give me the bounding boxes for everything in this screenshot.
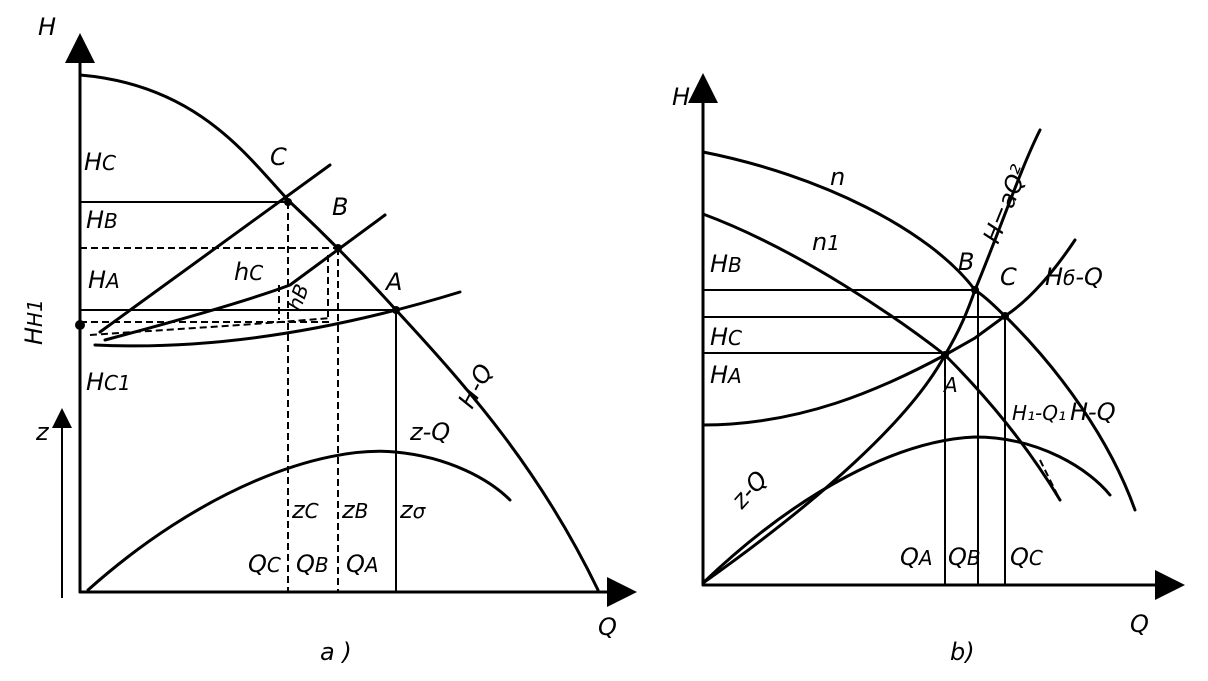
label-c: C (270, 143, 287, 171)
h-q-curve (78, 73, 600, 592)
label-hb: HB (710, 250, 742, 278)
system-curve-a (93, 290, 462, 348)
label-hc: HC (710, 323, 742, 351)
q-axis-label: Q (1130, 610, 1149, 638)
label-h1-q1: H₁-Q₁ (1012, 401, 1066, 425)
label-qa: QA (900, 543, 933, 571)
z-q-curve (701, 435, 1112, 585)
label-h-q: H-Q (453, 359, 499, 412)
label-ha: HA (710, 361, 742, 389)
label-ha: HA (88, 266, 120, 294)
label-hh1: HH1 (20, 299, 48, 345)
label-loss-hb: hB (282, 281, 314, 314)
label-h-q: H-Q (1070, 398, 1116, 426)
label-qa: QA (346, 550, 379, 578)
point-a (941, 351, 949, 359)
label-za: zσ (399, 496, 427, 524)
hb-q-curve (701, 238, 1077, 427)
q-axis-label: Q (598, 613, 617, 641)
label-n: n (830, 163, 845, 191)
label-n1: n1 (812, 228, 840, 256)
point-c (284, 198, 292, 206)
z-q-curve (86, 449, 512, 592)
point-b (334, 244, 342, 252)
label-qc: QC (1010, 543, 1043, 571)
label-c: C (1000, 263, 1017, 291)
label-z-q: z-Q (725, 465, 773, 514)
diagram-b: H Q b) n n1 B C A HB HC HA H=aQ² Hб-Q H-… (672, 73, 1185, 666)
label-a: A (384, 268, 402, 296)
label-qb: QB (296, 550, 329, 578)
point-h1 (75, 320, 85, 330)
caption-b: b) (950, 638, 975, 666)
caption-a: a ) (320, 638, 352, 666)
point-c (1001, 312, 1009, 320)
label-b: B (958, 248, 974, 276)
label-hb-q: Hб-Q (1045, 263, 1103, 291)
z-axis-label: z (35, 418, 50, 446)
h-axis-label: H (672, 83, 690, 111)
label-hc1: HC1 (86, 368, 131, 396)
label-hb: HB (86, 206, 118, 234)
h-axis-label: H (38, 13, 56, 41)
n1-curve-dashed (1039, 459, 1061, 501)
label-a: A (942, 373, 958, 397)
label-qc: QC (248, 550, 281, 578)
system-curve-dashed (89, 317, 331, 336)
point-b (971, 286, 979, 294)
label-b: B (332, 193, 348, 221)
system-curve-c (98, 163, 332, 334)
label-hc: HC (84, 148, 116, 176)
parabola-curve (701, 128, 1042, 585)
n-curve (701, 150, 1137, 512)
label-z-q: z-Q (409, 418, 450, 446)
label-zc: zC (291, 496, 319, 524)
label-zb: zB (341, 496, 368, 524)
n1-curve (701, 212, 1062, 502)
diagram-a: H Q z a ) C B A HC HB HA HH1 HC1 hC hB H… (20, 13, 637, 666)
point-a (392, 306, 400, 314)
label-loss-hc: hC (234, 258, 263, 286)
label-qb: QB (948, 543, 981, 571)
label-parabola: H=aQ² (978, 161, 1035, 247)
